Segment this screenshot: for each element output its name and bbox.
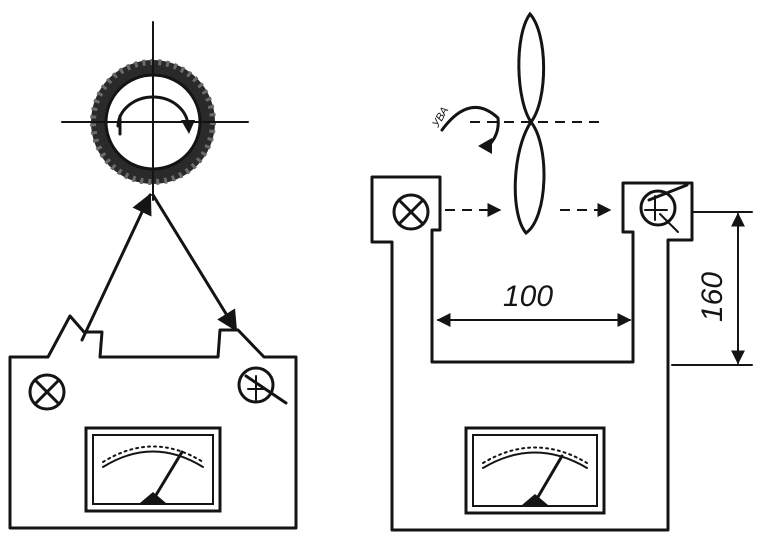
- propeller-blade-top: [517, 11, 546, 125]
- right-setup: УВА 100 160: [370, 11, 753, 532]
- meter-scale: [482, 451, 588, 469]
- propeller-rotation-arc: [440, 106, 500, 150]
- right-meter: [464, 426, 606, 515]
- dimension-height-value: 160: [696, 272, 729, 322]
- dimension-gap: 100: [436, 280, 632, 327]
- meter-pivot: [140, 492, 166, 503]
- reflected-beam: [151, 193, 238, 332]
- propeller-rotation-label: УВА: [430, 105, 452, 130]
- propeller: УВА: [430, 11, 604, 236]
- ring-target: [61, 21, 249, 201]
- left-setup: [8, 21, 298, 530]
- propeller-blade-bottom: [513, 119, 546, 236]
- meter-needle: [533, 454, 564, 504]
- meter-pivot: [522, 494, 548, 505]
- meter-scale: [102, 450, 204, 468]
- meter-needle: [151, 450, 184, 502]
- right-light-source: [392, 193, 430, 231]
- rotation-arrow-arc: [116, 95, 190, 130]
- left-meter: [84, 426, 222, 513]
- rotation-arrow-head: [181, 120, 195, 134]
- right-housing: [370, 175, 694, 532]
- dimension-gap-value: 100: [503, 280, 553, 313]
- left-photo-sensor: [237, 366, 288, 405]
- left-light-source: [28, 373, 66, 411]
- right-photo-sensor: [639, 183, 689, 233]
- dimension-height: 160: [671, 211, 753, 366]
- left-housing: [8, 314, 298, 530]
- incident-beam: [80, 193, 152, 342]
